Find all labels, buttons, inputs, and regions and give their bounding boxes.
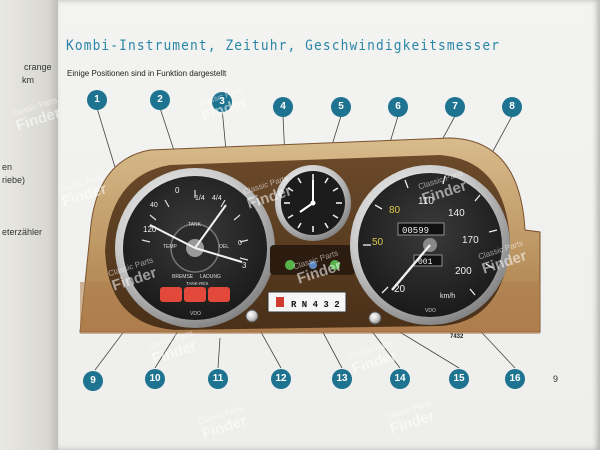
callout-14: 14 [390, 369, 410, 389]
dimmer-knob [245, 309, 259, 323]
temp-label: TEMP [163, 244, 178, 250]
callout-13: 13 [332, 369, 352, 389]
callout-4: 4 [273, 97, 293, 117]
combination-gauge: 0 1/4 4/4 40 120 0 3 TANK TEMP OEL BREMS… [115, 168, 275, 328]
callout-3: 3 [212, 92, 232, 112]
page-number: 9 [553, 374, 559, 384]
callout-10: 10 [145, 369, 165, 389]
odometer-value: 00599 [402, 226, 429, 236]
vdo-logo-left: VDO [190, 311, 201, 317]
callout-2: 2 [150, 90, 170, 110]
speed-140: 140 [448, 208, 465, 219]
indicator-strip [270, 245, 355, 275]
speed-170: 170 [462, 235, 479, 246]
reserve-label: TANK-RES [186, 281, 208, 286]
speed-50: 50 [372, 237, 384, 248]
callout-9: 9 [83, 371, 103, 391]
callout-11: 11 [208, 369, 228, 389]
callout-1: 1 [87, 90, 107, 110]
callout-15: 15 [449, 369, 469, 389]
left-page-text: crange [24, 62, 52, 72]
left-page-text: en [2, 162, 13, 172]
speed-needle [391, 244, 431, 291]
left-page: crange km en riebe) eterzähler [0, 0, 60, 450]
callout-6: 6 [388, 97, 408, 117]
high-beam-indicator [309, 261, 317, 269]
turn-indicator-right [330, 260, 340, 270]
vdo-logo-right: VDO [425, 308, 436, 314]
callout-5: 5 [331, 97, 351, 117]
speed-80: 80 [389, 205, 401, 216]
speed-20: 20 [394, 284, 406, 295]
oil-scale-high: 3 [242, 261, 247, 270]
oil-scale-low: 0 [238, 240, 242, 247]
warning-lamp-fuel-reserve [208, 287, 230, 302]
callout-12: 12 [271, 369, 291, 389]
figure-number: 7432 [450, 334, 464, 340]
trip-odometer-value: 001 [418, 258, 433, 267]
charge-label: LADUNG [200, 274, 221, 280]
oil-label: OEL [219, 244, 229, 250]
page-subtitle: Einige Positionen sind in Funktion darge… [67, 69, 227, 78]
brake-label: BREMSE [172, 274, 194, 280]
gear-display-text: R N 4 3 2 [291, 300, 340, 310]
trip-reset-knob [368, 311, 382, 325]
turn-indicator-left [285, 260, 295, 270]
callout-16: 16 [505, 369, 525, 389]
odometer [397, 222, 445, 236]
left-page-text: riebe) [2, 175, 26, 185]
callout-7: 7 [445, 97, 465, 117]
speed-unit: km/h [440, 293, 455, 300]
page-title: Kombi-Instrument, Zeituhr, Geschwindigke… [66, 38, 501, 54]
fuel-scale-quarter: 1/4 [195, 195, 205, 202]
clock [275, 165, 351, 241]
temp-scale-low: 40 [150, 202, 158, 209]
fuel-scale-full: 4/4 [212, 195, 222, 202]
speedometer: 20 50 80 110 140 170 200 00599 001 km/h … [350, 165, 510, 325]
tank-label: TANK [188, 222, 202, 228]
gear-display [267, 291, 347, 313]
trip-odometer [413, 254, 443, 267]
left-page-text: km [22, 75, 34, 85]
callout-8: 8 [502, 97, 522, 117]
speed-200: 200 [455, 266, 472, 277]
temp-scale-high: 120 [143, 225, 157, 234]
warning-lamp-brake [160, 287, 182, 302]
left-page-text: eterzähler [2, 227, 43, 237]
warning-lamp-charge [184, 287, 206, 302]
fuel-scale-empty: 0 [175, 186, 180, 195]
speed-110: 110 [418, 196, 434, 207]
